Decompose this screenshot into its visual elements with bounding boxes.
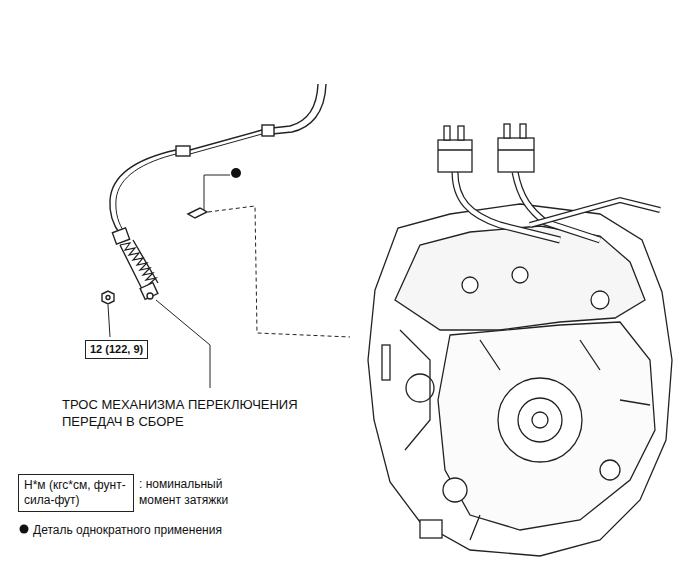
unit-legend-box: Н*м (кгс*см, фунт-сила-фут): номинальный… bbox=[18, 474, 134, 512]
cable-joint bbox=[262, 125, 274, 136]
cable bbox=[110, 150, 176, 234]
part-name: ТРОС МЕХАНИЗМА ПЕРЕКЛЮЧЕНИЯ ПЕРЕДАЧ В СБ… bbox=[62, 396, 312, 430]
connector bbox=[458, 126, 464, 140]
unit-text: Н*м (кгс*см, фунт-сила-фут) bbox=[18, 474, 134, 512]
transaxle-detail bbox=[420, 520, 442, 538]
legend-row: Деталь однократного применения bbox=[18, 522, 222, 538]
nut bbox=[102, 291, 114, 304]
single-use-mark bbox=[231, 168, 241, 178]
transaxle-pipe bbox=[382, 345, 390, 380]
leader-line bbox=[204, 175, 230, 176]
unit-description: : номинальный момент затяжки bbox=[139, 476, 259, 508]
transaxle-case bbox=[395, 226, 645, 330]
leader-line bbox=[156, 300, 210, 388]
cable-end bbox=[140, 283, 158, 300]
transaxle-detail bbox=[600, 460, 620, 480]
connector bbox=[520, 124, 526, 138]
transaxle bbox=[368, 124, 672, 556]
transaxle-detail bbox=[462, 277, 478, 293]
legend-text: Деталь однократного применения bbox=[33, 523, 222, 537]
wire-harness bbox=[455, 172, 560, 240]
leader-line bbox=[204, 175, 205, 210]
wire-harness bbox=[530, 200, 660, 225]
cable bbox=[272, 84, 326, 134]
connector bbox=[444, 126, 450, 140]
dashed-line bbox=[208, 206, 350, 337]
transaxle-detail bbox=[400, 330, 650, 540]
transaxle-case bbox=[438, 322, 655, 530]
cable-joint bbox=[176, 146, 190, 156]
transaxle-detail bbox=[512, 267, 528, 283]
transaxle-body bbox=[368, 204, 672, 556]
cable bbox=[272, 84, 318, 128]
connector bbox=[438, 140, 472, 172]
wire-harness bbox=[530, 200, 660, 225]
legend-swatch bbox=[18, 523, 30, 535]
torque-value: 12 (122, 9) bbox=[85, 340, 148, 359]
connector bbox=[498, 138, 534, 172]
cable bbox=[190, 130, 262, 150]
leader-line bbox=[108, 305, 110, 337]
transaxle-detail bbox=[518, 398, 562, 442]
transaxle-detail bbox=[591, 291, 609, 309]
cable bbox=[190, 134, 262, 154]
connector bbox=[438, 149, 534, 150]
cable-joint bbox=[112, 228, 129, 244]
torque-box: 12 (122, 9) bbox=[85, 340, 148, 359]
wire-harness bbox=[455, 172, 560, 240]
transaxle-detail bbox=[498, 378, 582, 462]
cable bbox=[116, 154, 176, 232]
nut bbox=[106, 296, 110, 300]
cable-boot bbox=[120, 240, 158, 289]
connector bbox=[504, 124, 510, 138]
transaxle-detail bbox=[532, 412, 548, 428]
transaxle-detail bbox=[443, 478, 467, 502]
cable-end bbox=[147, 293, 153, 299]
